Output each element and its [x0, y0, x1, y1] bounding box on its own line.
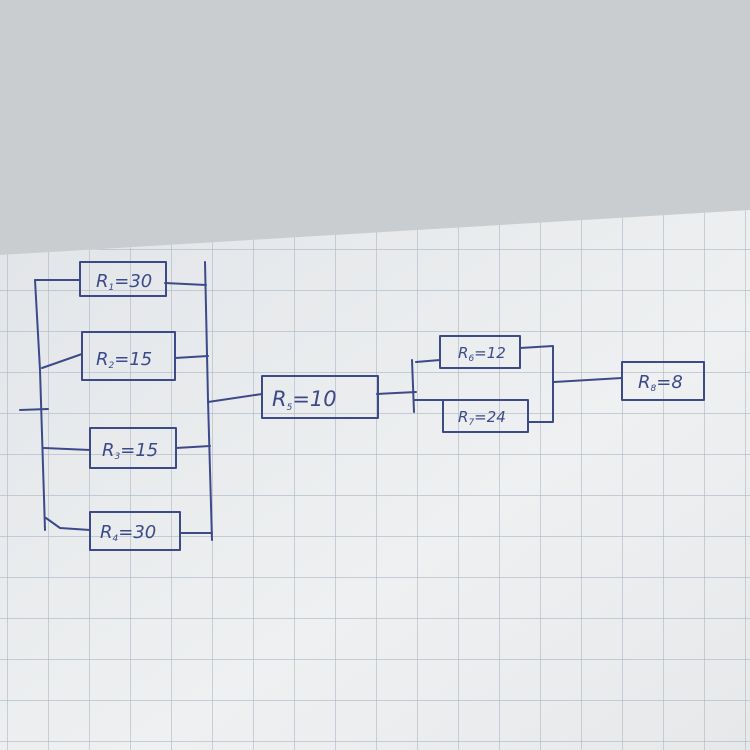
- r6-box: [439, 335, 521, 369]
- r3-right-wire: [175, 445, 211, 449]
- r7-box: [442, 399, 529, 433]
- r4-box: [89, 511, 181, 551]
- r5-left-wire: [207, 393, 263, 403]
- r3-left-wire: [43, 447, 91, 451]
- r1-label: R1=30: [96, 271, 152, 293]
- r5-right-wire: [376, 391, 417, 395]
- r3-label: R3=15: [102, 440, 158, 462]
- r2-left-wire: [41, 353, 83, 369]
- r4-left-wire: [45, 517, 91, 531]
- r8-box: [621, 361, 705, 401]
- left-bus: [34, 279, 46, 531]
- r5-box: [261, 375, 379, 419]
- r2-box: [81, 331, 176, 381]
- paper-grid: [0, 210, 750, 750]
- r4-label: R4=30: [100, 522, 156, 544]
- r6-label: R6=12: [458, 344, 506, 364]
- r7-label: R7=24: [458, 408, 506, 428]
- r67-left-bus: [411, 359, 415, 413]
- r1-right-wire: [164, 282, 207, 286]
- input-wire: [19, 408, 49, 411]
- r2-label: R2=15: [96, 349, 152, 371]
- r8-left-wire: [553, 377, 623, 383]
- r67-right-bus: [519, 345, 554, 423]
- resistor-boxes: [79, 261, 705, 551]
- r5-label: R5=10: [272, 387, 337, 413]
- r8-label: R8=8: [638, 372, 683, 394]
- r3-box: [89, 427, 177, 469]
- right-bus: [204, 261, 213, 541]
- r2-right-wire: [174, 355, 209, 359]
- r1-box: [79, 261, 167, 297]
